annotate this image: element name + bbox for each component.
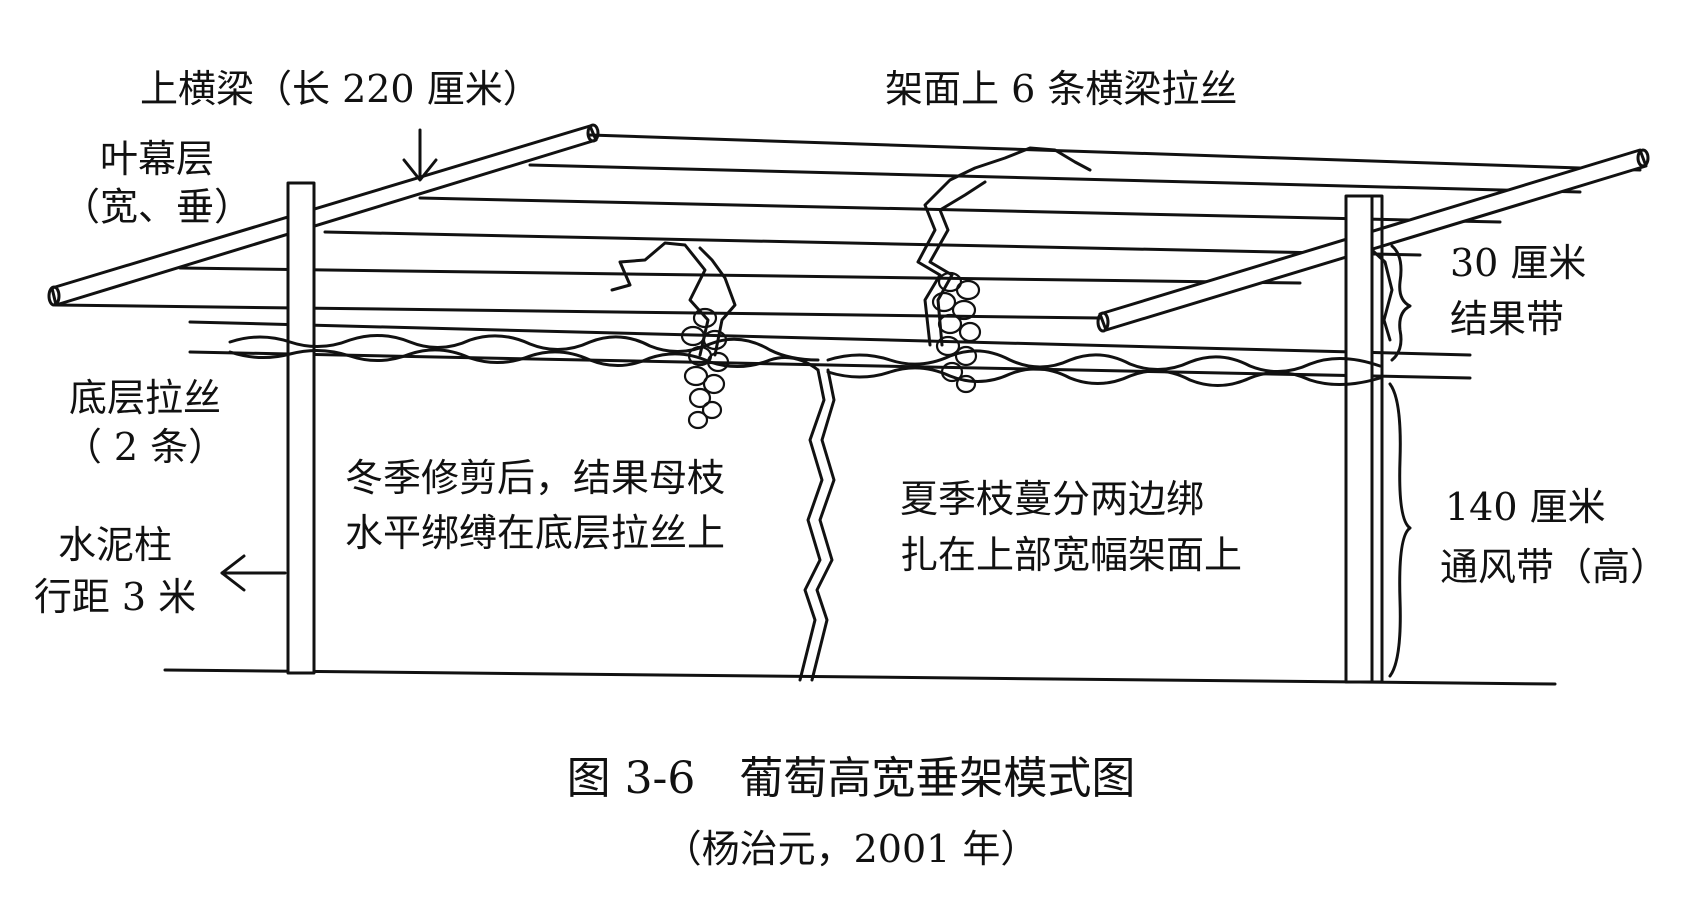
- summer-shoots: [610, 146, 1394, 357]
- label-canopy-line1: 叶幕层: [99, 137, 214, 181]
- grape-cluster-left: [680, 307, 730, 430]
- label-summer-line1: 夏季枝蔓分两边绑: [900, 477, 1205, 521]
- grape-cluster-right: [931, 271, 982, 394]
- fruit-zone-brace: [1390, 244, 1412, 362]
- label-post-line1: 水泥柱: [57, 523, 172, 567]
- label-canopy-line2: （宽、垂）: [62, 185, 253, 229]
- label-winter-line2: 水平绑缚在底层拉丝上: [345, 511, 726, 555]
- figure-caption-title: 图 3-6 葡萄高宽垂架模式图: [566, 753, 1136, 804]
- label-vent-zone-line1: 140 厘米: [1445, 485, 1606, 529]
- vine-trunk: [798, 368, 836, 682]
- vent-zone-brace: [1388, 382, 1412, 678]
- label-fruit-zone-line2: 结果带: [1450, 297, 1565, 341]
- label-top-wires: 架面上 6 条横梁拉丝: [885, 67, 1238, 111]
- top-beam-arrow: [402, 128, 438, 182]
- row-spacing-arrow: [220, 554, 287, 592]
- label-winter-line1: 冬季修剪后，结果母枝: [345, 456, 726, 500]
- ground-line: [163, 668, 1557, 686]
- left-post: [286, 181, 316, 675]
- back-top-beam: [47, 123, 600, 307]
- right-post: [1344, 194, 1384, 684]
- label-bottom-wire-line1: 底层拉丝: [68, 376, 221, 420]
- label-vent-zone-line2: 通风带（高）: [1440, 545, 1669, 589]
- label-top-beam: 上横梁（长 220 厘米）: [140, 67, 541, 111]
- label-fruit-zone-line1: 30 厘米: [1450, 241, 1587, 285]
- label-summer-line2: 扎在上部宽幅架面上: [900, 533, 1243, 577]
- bottom-wires: [188, 320, 1472, 380]
- label-post-line2: 行距 3 米: [33, 575, 197, 619]
- cordon-arms: [228, 334, 1382, 387]
- label-bottom-wire-line2: （ 2 条）: [63, 425, 227, 469]
- figure-caption-source: （杨治元，2001 年）: [663, 827, 1039, 871]
